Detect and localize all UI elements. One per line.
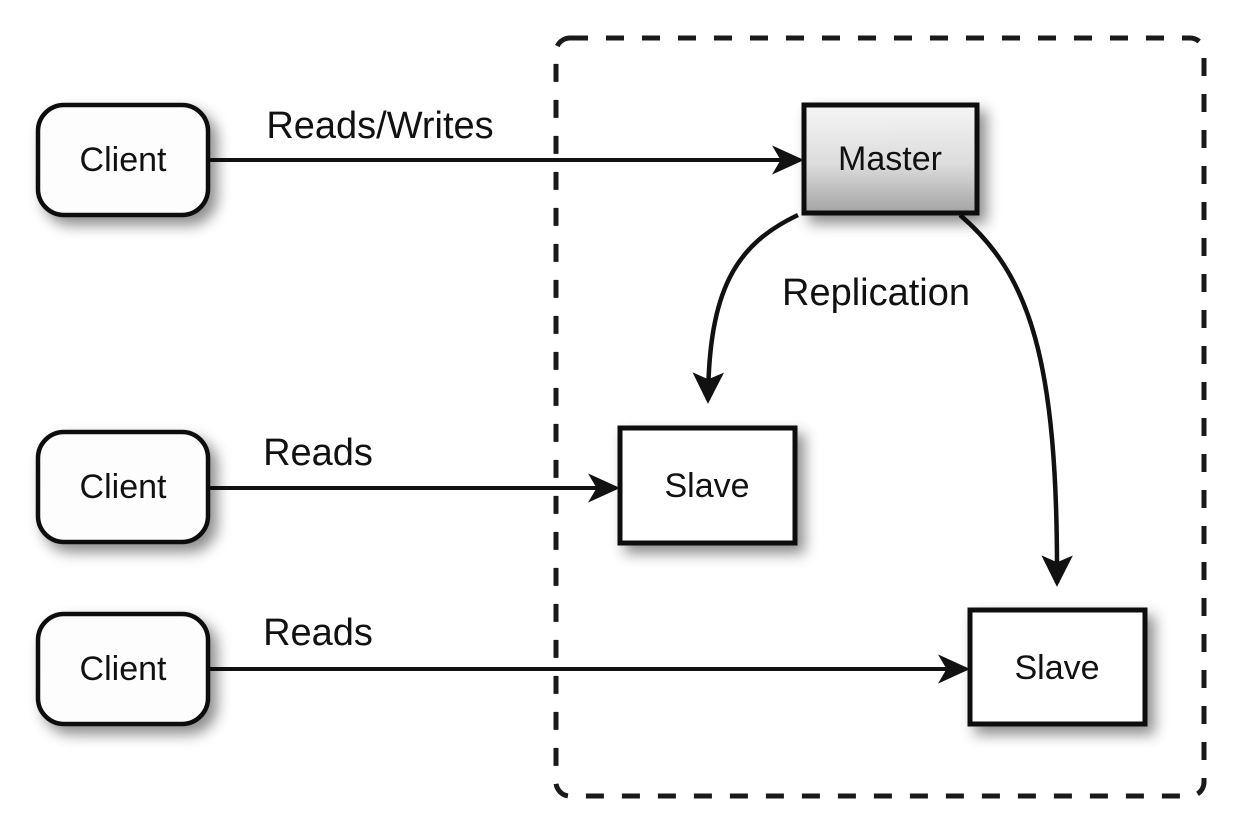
node-client-3[interactable]: Client — [35, 611, 211, 727]
node-master[interactable]: Master — [801, 102, 980, 216]
master-label: Master — [838, 140, 942, 178]
node-client-2[interactable]: Client — [35, 429, 211, 545]
slave-2-box[interactable] — [967, 607, 1148, 727]
client-1-box[interactable] — [35, 102, 211, 218]
database-cluster-boundary — [553, 35, 1207, 799]
client-3-label: Client — [80, 650, 167, 688]
slave-2-label: Slave — [1014, 649, 1099, 687]
client-1-label: Client — [80, 141, 167, 179]
edge-master-to-slave2 — [958, 213, 1073, 587]
slave-1-box[interactable] — [617, 425, 798, 546]
client-2-box[interactable] — [35, 429, 211, 545]
edge-label-reads-writes: Reads/Writes — [266, 105, 493, 147]
edge-label-reads-2: Reads — [263, 612, 373, 654]
edge-label-replication: Replication — [782, 272, 970, 314]
client-2-label: Client — [80, 468, 167, 506]
client-3-box[interactable] — [35, 611, 211, 727]
node-slave-2[interactable]: Slave — [967, 607, 1148, 727]
node-slave-1[interactable]: Slave — [617, 425, 798, 546]
master-box[interactable] — [801, 102, 980, 216]
node-client-1[interactable]: Client — [35, 102, 211, 218]
edge-label-reads-1: Reads — [263, 432, 373, 474]
edge-master-to-slave1 — [692, 212, 799, 404]
slave-1-label: Slave — [664, 467, 749, 505]
